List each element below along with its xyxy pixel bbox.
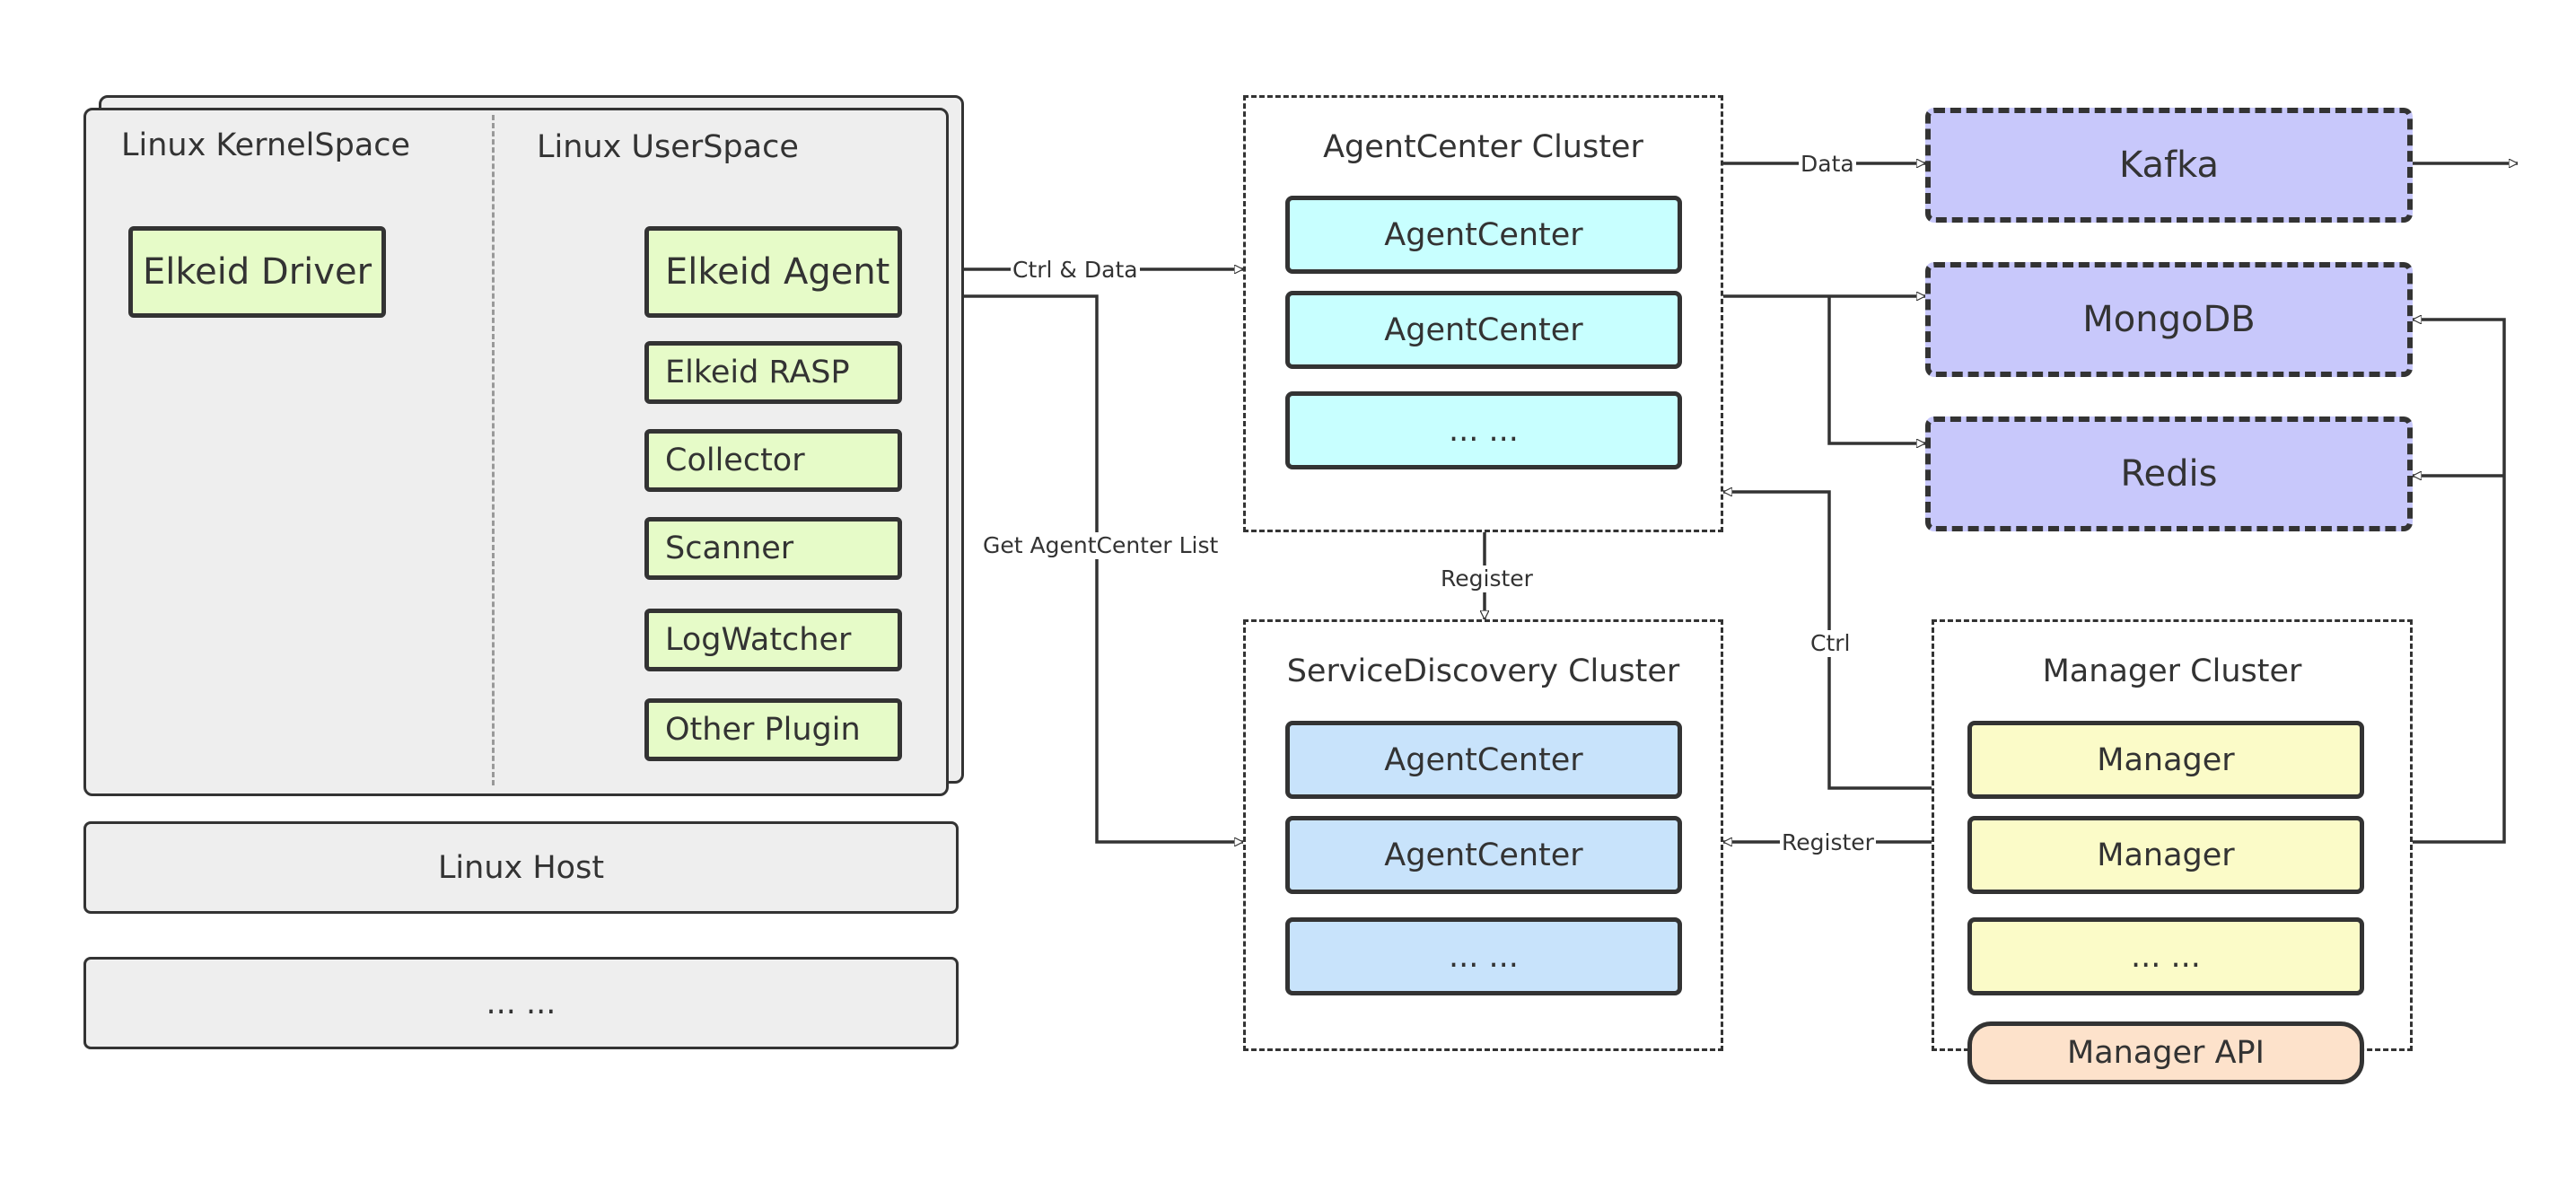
agentcenter-redis-link [1827, 296, 1925, 443]
elkeid-rasp-label: Elkeid RASP [665, 355, 850, 390]
manager-node-1-label: Manager [2097, 741, 2235, 778]
elkeid-agent-node: Elkeid Agent [644, 226, 902, 318]
manager-node-more-label: ... ... [2131, 938, 2201, 975]
elkeid-driver-node: Elkeid Driver [128, 226, 386, 318]
agentcenter-node-2: AgentCenter [1285, 291, 1682, 369]
servicediscovery-cluster-title: ServiceDiscovery Cluster [1286, 653, 1680, 689]
mongodb-label: MongoDB [2082, 299, 2256, 340]
agentcenter-node-1-label: AgentCenter [1384, 216, 1583, 253]
elkeid-driver-label: Elkeid Driver [142, 251, 372, 293]
servicediscovery-node-2-label: AgentCenter [1384, 837, 1583, 873]
register-edge-label: Register [1439, 565, 1535, 592]
logwatcher-label: LogWatcher [665, 622, 852, 658]
redis-store: Redis [1925, 416, 2413, 531]
manager-node-2-label: Manager [2097, 837, 2235, 873]
manager-register-edge-label: Register [1780, 829, 1876, 856]
other-plugin-node: Other Plugin [644, 698, 902, 761]
redis-label: Redis [2120, 453, 2218, 495]
agentcenter-cluster-title: AgentCenter Cluster [1323, 129, 1643, 165]
agentcenter-node-more: ... ... [1285, 391, 1682, 469]
agentcenter-cluster [1243, 95, 1723, 532]
manager-mongodb-link [2413, 320, 2506, 844]
collector-label: Collector [665, 443, 805, 478]
ctrl-edge-label: Ctrl [1809, 630, 1853, 657]
scanner-node: Scanner [644, 517, 902, 580]
scanner-label: Scanner [665, 530, 794, 566]
host-more-box: ... ... [83, 957, 959, 1049]
manager-node-1: Manager [1967, 721, 2364, 799]
servicediscovery-node-2: AgentCenter [1285, 816, 1682, 894]
manager-api-node: Manager API [1967, 1021, 2364, 1084]
ctrl-data-edge-label: Ctrl & Data [1011, 257, 1140, 284]
servicediscovery-node-more: ... ... [1285, 917, 1682, 995]
elkeid-rasp-node: Elkeid RASP [644, 341, 902, 404]
agentcenter-node-more-label: ... ... [1449, 412, 1519, 449]
linux-host-box: Linux Host [83, 821, 959, 914]
agent-servicediscovery-link [902, 296, 1243, 842]
get-agentcenter-list-edge-label: Get AgentCenter List [981, 532, 1221, 559]
kernel-space-title: Linux KernelSpace [121, 127, 411, 163]
logwatcher-node: LogWatcher [644, 609, 902, 671]
servicediscovery-cluster [1243, 619, 1723, 1051]
servicediscovery-node-1-label: AgentCenter [1384, 741, 1583, 778]
manager-node-2: Manager [1967, 816, 2364, 894]
manager-node-more: ... ... [1967, 917, 2364, 995]
servicediscovery-node-1: AgentCenter [1285, 721, 1682, 799]
agentcenter-node-2-label: AgentCenter [1384, 311, 1583, 348]
collector-node: Collector [644, 429, 902, 492]
elkeid-agent-label: Elkeid Agent [665, 251, 890, 293]
servicediscovery-node-more-label: ... ... [1449, 938, 1519, 975]
other-plugin-label: Other Plugin [665, 712, 861, 748]
mongodb-store: MongoDB [1925, 262, 2413, 377]
manager-cluster-title: Manager Cluster [2042, 653, 2302, 689]
data-edge-label: Data [1799, 151, 1856, 178]
kafka-store: Kafka [1925, 108, 2413, 223]
kernel-user-divider [492, 115, 495, 785]
user-space-title: Linux UserSpace [537, 129, 799, 165]
host-more-label: ... ... [486, 985, 556, 1021]
agentcenter-node-1: AgentCenter [1285, 196, 1682, 274]
manager-api-label: Manager API [2067, 1035, 2265, 1071]
linux-host-label: Linux Host [437, 849, 605, 886]
kafka-label: Kafka [2118, 145, 2220, 186]
